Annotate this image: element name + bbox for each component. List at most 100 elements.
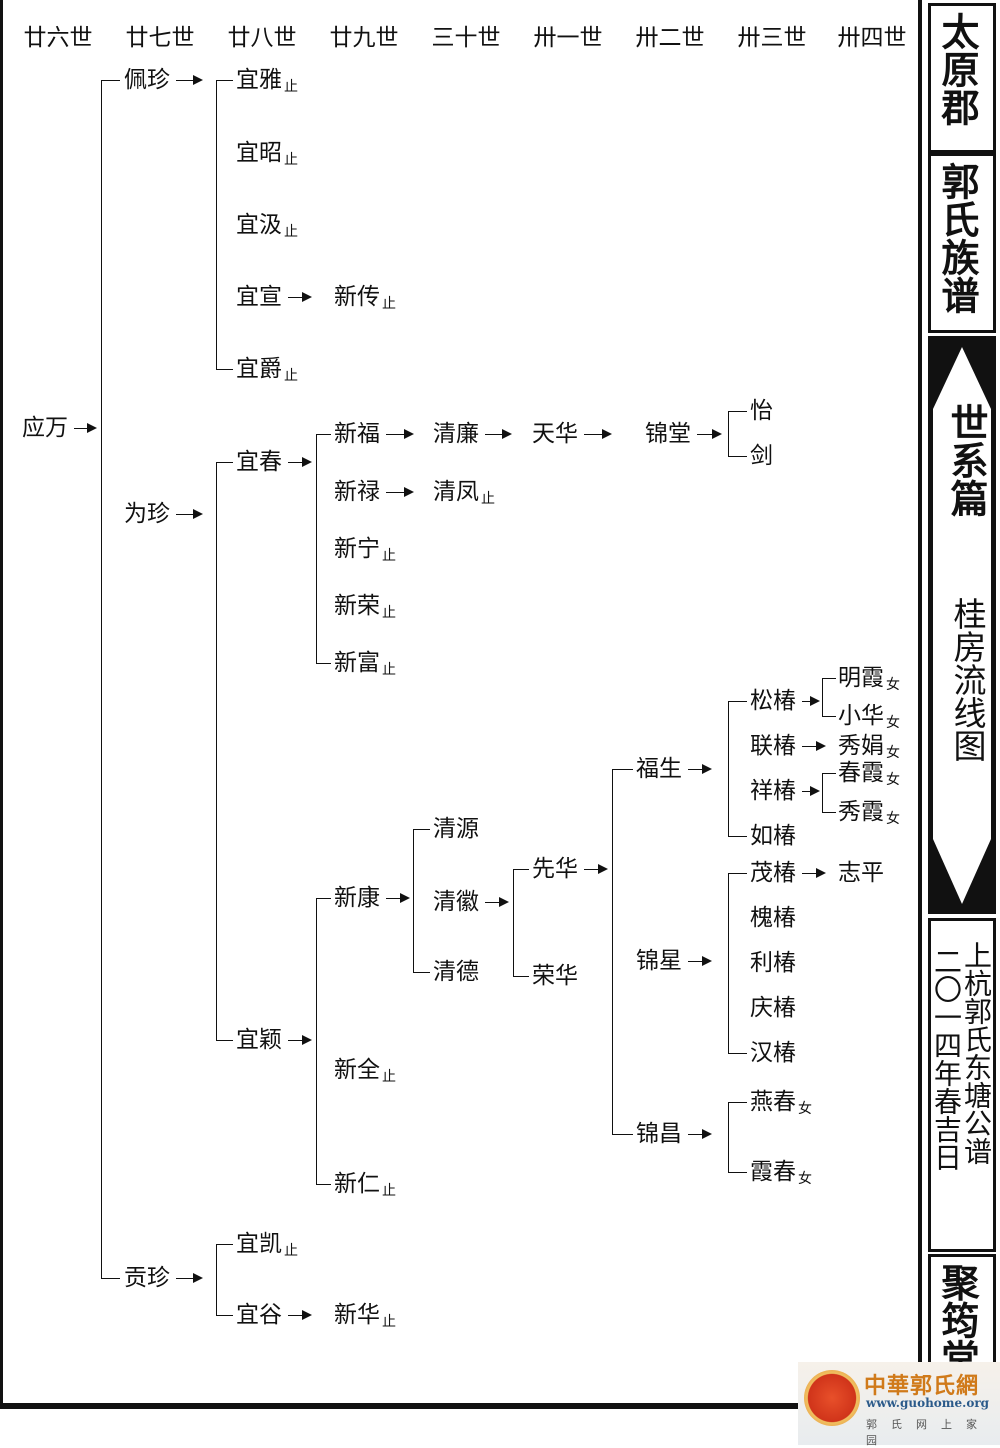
bracket-tick (316, 434, 331, 435)
person-name: 新康 (334, 885, 380, 911)
bracket-tick (101, 1278, 120, 1279)
line-ended-mark: 止 (382, 1069, 396, 1085)
female-mark: 女 (886, 715, 900, 731)
line-ended-mark: 止 (284, 1243, 298, 1259)
person-node: 清凤止 (433, 478, 495, 513)
person-node: 新宁止 (334, 535, 396, 570)
person-node: 明霞女 (838, 664, 900, 699)
person-name: 剑 (750, 443, 773, 469)
generation-header: 廿六世 (23, 25, 93, 51)
person-node: 新荣止 (334, 592, 396, 627)
female-mark: 女 (886, 811, 900, 827)
person-node: 应万 (22, 414, 68, 442)
line-ended-mark: 止 (382, 1314, 396, 1330)
person-name: 贡珍 (124, 1265, 170, 1291)
person-name: 新华 (334, 1302, 380, 1328)
line-ended-mark: 止 (382, 605, 396, 621)
chart-frame (0, 0, 922, 1404)
bottom-rule (0, 1403, 1000, 1409)
person-node: 联椿 (750, 732, 796, 760)
generation-header: 廿九世 (329, 25, 399, 51)
watermark-url: www.guohome.org (866, 1396, 990, 1410)
section-title: 世系篇 (944, 403, 989, 517)
person-name: 新全 (334, 1057, 380, 1083)
person-node: 燕春女 (750, 1088, 812, 1123)
person-name: 燕春 (750, 1089, 796, 1115)
person-name: 新富 (334, 650, 380, 676)
section-hexagon (933, 347, 991, 904)
watermark-title: 中華郭氏網 (864, 1373, 980, 1399)
person-name: 秀霞 (838, 799, 884, 825)
bracket-tick (728, 1102, 747, 1103)
person-node: 秀霞女 (838, 798, 900, 833)
person-name: 清廉 (433, 421, 479, 447)
person-name: 锦昌 (636, 1121, 682, 1147)
clan-seal-icon (804, 1370, 860, 1426)
person-name: 怡 (750, 398, 773, 424)
person-name: 茂椿 (750, 860, 796, 886)
person-name: 宜谷 (236, 1302, 282, 1328)
lineage-name: 上杭郭氏东塘公谱 (960, 941, 993, 1165)
line-ended-mark: 止 (382, 662, 396, 678)
person-node: 霞春女 (750, 1158, 812, 1193)
bracket-tick (612, 1134, 633, 1135)
line-ended-mark: 止 (284, 152, 298, 168)
arrow-icon (386, 893, 410, 903)
person-node: 小华女 (838, 702, 900, 737)
subsection-title: 桂房流线图 (948, 597, 987, 762)
arrow-icon (485, 897, 509, 907)
person-node: 利椿 (750, 949, 796, 977)
bracket-tick (216, 1244, 233, 1245)
line-ended-mark: 止 (481, 491, 495, 507)
person-name: 荣华 (532, 963, 578, 989)
person-node: 新富止 (334, 649, 396, 684)
watermark-slogan: 郭氏网上家园 (866, 1418, 991, 1447)
arrow-icon (485, 429, 512, 439)
sidebar-title-panel: 郭氏族谱 (928, 153, 996, 333)
person-name: 宜昭 (236, 140, 282, 166)
person-name: 庆椿 (750, 995, 796, 1021)
person-node: 汉椿 (750, 1039, 796, 1067)
person-node: 清德 (433, 958, 479, 986)
bracket-line (101, 80, 102, 1278)
person-name: 宜春 (236, 449, 282, 475)
bracket-tick (316, 898, 331, 899)
commandery-label: 太原郡 (935, 12, 980, 126)
person-name: 宜雅 (236, 67, 282, 93)
female-mark: 女 (798, 1101, 812, 1117)
person-name: 志平 (838, 860, 884, 886)
sidebar-commandery-panel: 太原郡 (928, 3, 996, 153)
arrow-icon (288, 457, 312, 467)
bracket-line (513, 869, 514, 976)
person-name: 福生 (636, 756, 682, 782)
person-name: 佩珍 (124, 67, 170, 93)
bracket-tick (728, 701, 747, 702)
person-node: 清徽 (433, 888, 479, 916)
person-name: 宜凯 (236, 1231, 282, 1257)
person-name: 宜宣 (236, 284, 282, 310)
bracket-tick (822, 678, 836, 679)
person-node: 宜爵止 (236, 355, 298, 390)
sidebar-section-panel: 世系篇 桂房流线图 (928, 336, 996, 914)
book-title: 郭氏族谱 (935, 162, 980, 314)
bracket-tick (216, 1315, 233, 1316)
person-node: 锦星 (636, 947, 682, 975)
person-name: 新传 (334, 284, 380, 310)
bracket-tick (728, 873, 747, 874)
bracket-line (728, 1102, 729, 1172)
compile-date: 二〇一四年春吉日 (930, 947, 963, 1171)
person-node: 清廉 (433, 420, 479, 448)
arrow-icon (697, 429, 722, 439)
person-name: 宜汲 (236, 212, 282, 238)
arrow-icon (386, 429, 414, 439)
arrow-icon (802, 786, 820, 796)
person-name: 锦星 (636, 948, 682, 974)
bracket-tick (728, 836, 747, 837)
female-mark: 女 (886, 772, 900, 788)
person-name: 明霞 (838, 665, 884, 691)
person-node: 新仁止 (334, 1170, 396, 1205)
person-node: 贡珍 (124, 1264, 170, 1292)
arrow-icon (688, 956, 712, 966)
person-node: 宜昭止 (236, 139, 298, 174)
bracket-line (822, 678, 823, 716)
